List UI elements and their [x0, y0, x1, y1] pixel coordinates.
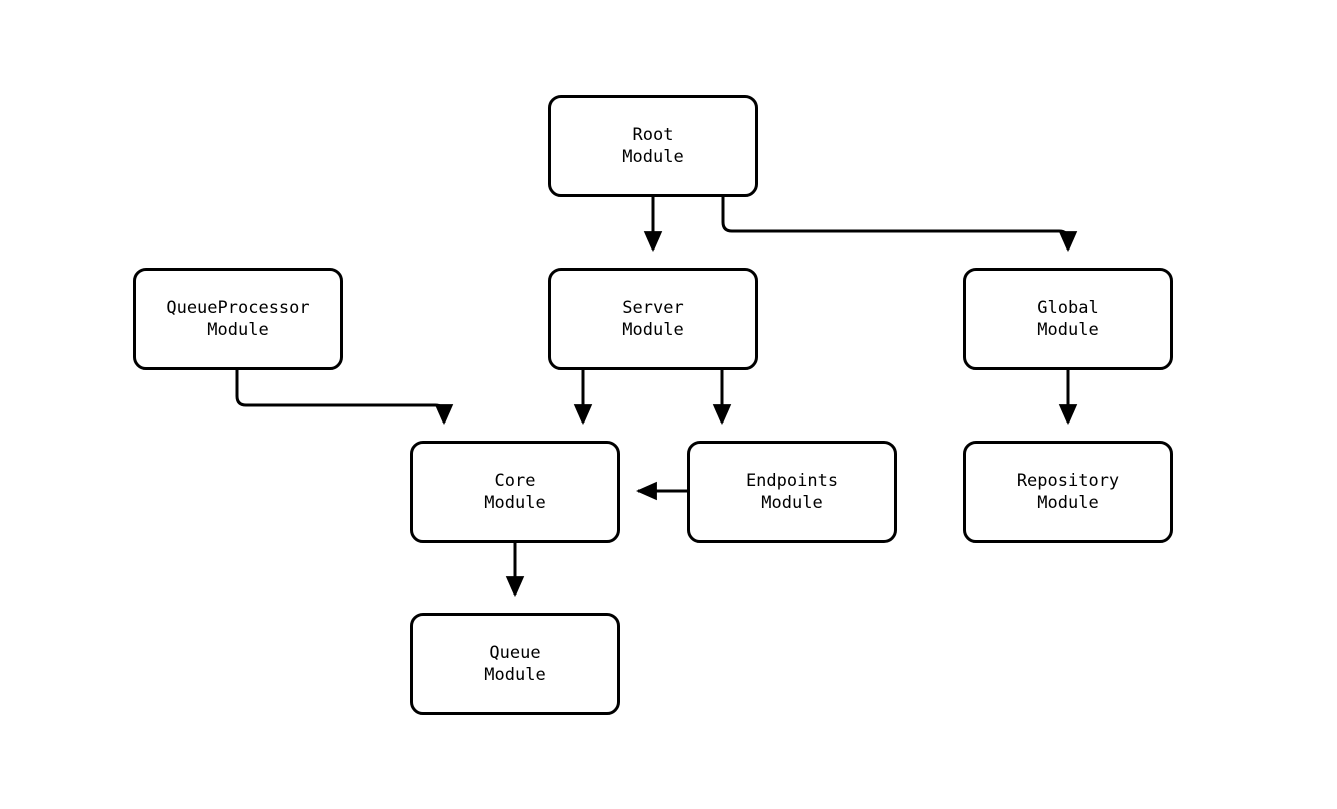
node-global-label-line2: Module — [1037, 320, 1099, 340]
node-queueprocessor-label-line1: QueueProcessor — [166, 298, 310, 318]
node-server-label-line1: Server — [622, 298, 684, 318]
node-repository-label-line1: Repository — [1016, 471, 1120, 491]
edge-root-to-global — [721, 197, 1078, 253]
node-queue-label-line2: Module — [484, 665, 546, 685]
node-server-label-line2: Module — [622, 320, 684, 340]
node-global-label-line1: Global — [1037, 298, 1099, 318]
edge-queueprocessor-to-core — [235, 370, 454, 426]
node-endpoints-label-line1: Endpoints — [745, 471, 839, 491]
node-root-label-line2: Module — [622, 147, 684, 167]
node-core-label-line1: Core — [494, 471, 536, 491]
node-repository-label-line2: Module — [1037, 493, 1099, 513]
node-queue-label-line1: Queue — [489, 643, 541, 663]
node-core-label-line2: Module — [484, 493, 546, 513]
node-endpoints-label-line2: Module — [761, 493, 823, 513]
node-queueprocessor-label-line2: Module — [207, 320, 269, 340]
node-root-label-line1: Root — [632, 125, 674, 145]
